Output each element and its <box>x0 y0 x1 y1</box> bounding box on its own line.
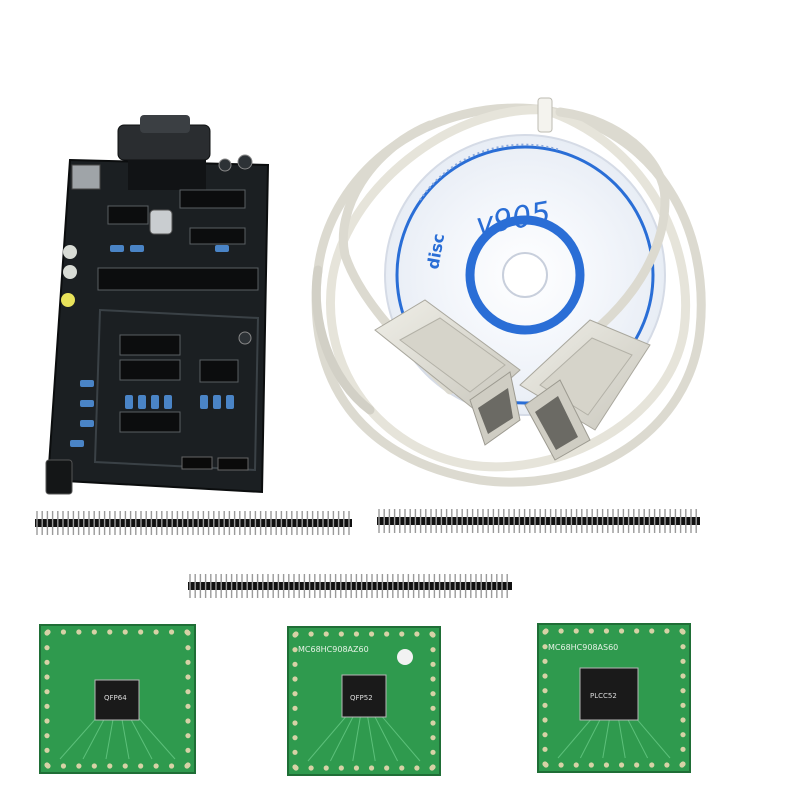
ic-chip <box>119 359 181 381</box>
resistor-array <box>70 245 234 447</box>
led-indicator <box>63 245 77 259</box>
adapter-board-qfp52: MC68HC908AZ60 QFP52 <box>287 626 441 776</box>
adapter-title: MC68HC908AZ60 <box>298 645 369 654</box>
adapter-chip-marking: QFP52 <box>350 694 373 702</box>
ic-chip <box>119 411 181 433</box>
ic-chip <box>199 359 239 383</box>
adapter-board-qfp64: QFP64 <box>39 624 196 774</box>
ic-chip <box>119 334 181 356</box>
capacitor <box>218 158 232 172</box>
pin-header-strip <box>188 574 512 598</box>
pin-header-strip <box>377 509 700 533</box>
voltage-regulator <box>71 164 101 190</box>
serial-cable <box>311 103 706 487</box>
crystal-oscillator <box>149 209 173 235</box>
adapter-chip-label: QFP64 <box>104 694 127 702</box>
capacitor <box>238 331 252 345</box>
led-indicator <box>63 265 77 279</box>
db9-connector-right <box>519 319 651 461</box>
led-indicator <box>61 293 75 307</box>
microcontroller-chip <box>97 267 259 291</box>
board-db9-connector <box>117 115 211 190</box>
ic-chip <box>107 205 149 225</box>
ic-chip <box>189 227 246 245</box>
power-jack <box>45 459 73 495</box>
capacitor <box>237 154 253 170</box>
db9-connector-left <box>374 299 521 446</box>
cable-twist-tie <box>537 97 553 133</box>
pin-header-strip <box>35 511 352 535</box>
ic-chip <box>179 189 246 209</box>
adapter-title: MC68HC908AS60 <box>548 643 618 652</box>
adapter-board-plcc52: MC68HC908AS60 PLCC52 <box>537 623 691 773</box>
board-header <box>181 456 213 470</box>
adapter-chip-marking: PLCC52 <box>590 692 617 700</box>
board-header <box>217 457 249 471</box>
programmer-board <box>45 115 270 495</box>
